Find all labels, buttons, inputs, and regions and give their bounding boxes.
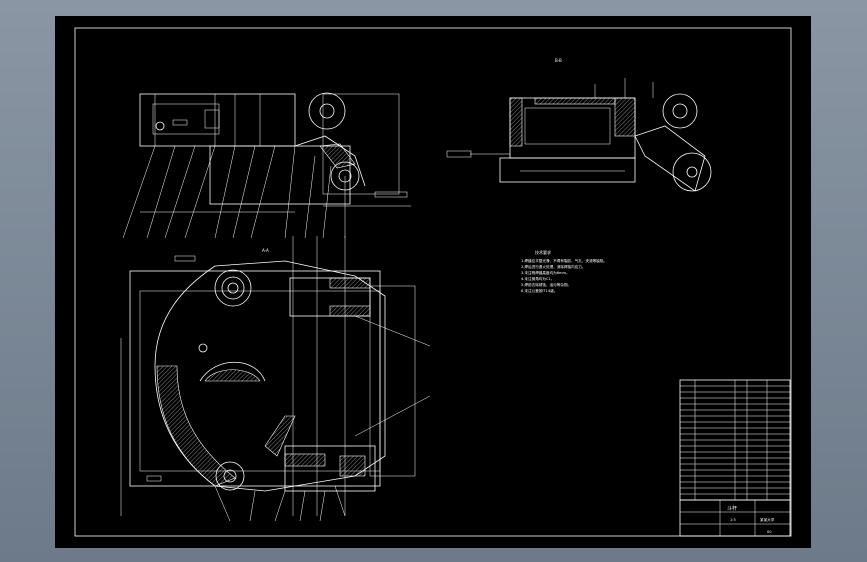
title-block: 斗杆 某某大学 00 1:5 [679, 499, 791, 537]
main-view [120, 236, 431, 522]
note-line: 1.焊缝应平整光滑，不得有裂纹、气孔、夹渣等缺陷。 [521, 258, 607, 263]
parts-list-table [679, 379, 791, 501]
cad-drawing: A-A B-B 技术要求 1.焊缝应平整光滑，不得有裂纹、气孔、夹渣等缺陷。 2… [74, 27, 792, 537]
technical-notes: 技术要求 1.焊缝应平整光滑，不得有裂纹、气孔、夹渣等缺陷。 2.焊后进行退火处… [521, 249, 607, 293]
scale: 1:5 [730, 518, 736, 522]
note-line: 3.未注明焊缝高度均为6mm。 [521, 270, 570, 275]
note-line: 5.焊前去除锈蚀、油污等杂物。 [521, 282, 571, 287]
note-line: 6.未注公差按IT14级。 [521, 288, 557, 293]
section-label-b: B-B [555, 58, 562, 63]
section-label-a: A-A [262, 248, 269, 253]
drawing-frame [74, 27, 792, 537]
top-right-section [446, 78, 712, 192]
company-name: 某某大学 [760, 517, 775, 522]
part-name: 斗杆 [727, 505, 737, 512]
top-left-view [122, 92, 411, 239]
drawing-number: 00 [767, 530, 772, 534]
drawing-sheet: A-A B-B 技术要求 1.焊缝应平整光滑，不得有裂纹、气孔、夹渣等缺陷。 2… [55, 16, 811, 548]
note-line: 2.焊后进行退火处理，消除焊接内应力。 [521, 264, 586, 269]
note-line: 4.未注倒角均为C1。 [521, 276, 554, 281]
notes-title: 技术要求 [535, 249, 551, 255]
